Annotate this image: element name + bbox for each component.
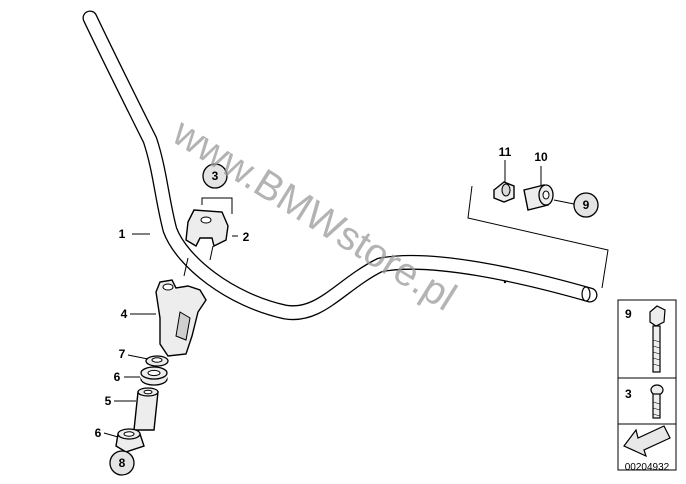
bar-end-bracket [467,185,609,289]
label-washer-upper: 6 [114,370,121,384]
washer-lower[interactable] [115,428,145,453]
handlebar[interactable] [82,10,598,321]
legend-panel: 9 3 [617,299,677,471]
long-bolt[interactable] [649,305,666,373]
bar-end-weight[interactable] [523,166,575,211]
bar-end-screw[interactable] [493,160,515,203]
leader-lines [103,233,238,438]
label-riser: 4 [121,307,128,321]
svg-text:3: 3 [212,169,219,183]
svg-text:9: 9 [583,198,590,212]
drawing-number: 00204932 [625,462,670,473]
label-bar-end-weight: 10 [534,150,548,164]
legend-item-9-label: 9 [625,307,632,321]
clamp-upper[interactable] [185,197,233,261]
sleeve[interactable] [133,387,159,431]
label-washer-lower: 6 [95,426,102,440]
svg-text:8: 8 [119,456,126,470]
label-handlebar: 1 [119,227,126,241]
ring[interactable] [145,355,169,367]
label-clamp-circled: 3 [202,163,228,189]
label-bar-end-circled: 9 [573,192,599,218]
label-circled-8: 8 [109,450,135,476]
view-arrow-icon [623,425,671,458]
washer-upper[interactable] [140,366,168,386]
riser[interactable] [155,257,207,357]
legend-item-3-label: 3 [625,387,632,401]
label-bar-end-screw: 11 [499,145,512,159]
label-ring: 7 [119,347,126,361]
label-sleeve: 5 [105,394,112,408]
handlebar-end [581,286,591,302]
short-bolt[interactable] [650,384,664,419]
label-clamp: 2 [243,230,250,244]
